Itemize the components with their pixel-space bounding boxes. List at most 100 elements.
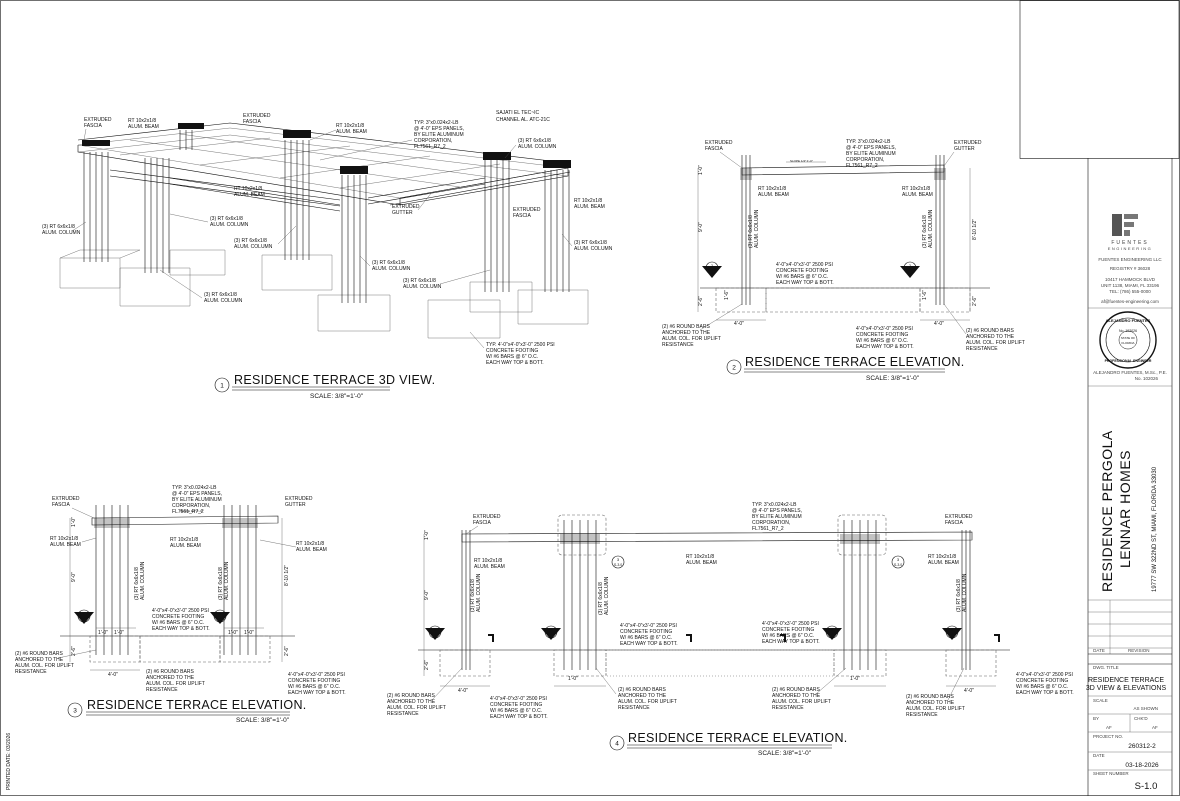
label-views-v1-number: 1 — [220, 383, 224, 390]
margin-note: PRINTED DATE: 03/2026 — [6, 733, 12, 790]
label-views-v4-labels-footing_m1-0: 4'-0"x4'-0"x3'-0" 2500 PSI — [620, 623, 677, 629]
label-views-v4-labels-bars_c1-3: RESISTANCE — [618, 705, 650, 711]
label-views-v2-labels-footing_bot-0: 4'-0"x4'-0"x3'-0" 2500 PSI — [856, 326, 913, 332]
label-views-v3-labels-beam_l-1: ALUM. BEAM — [50, 542, 81, 548]
label-views-v2-labels-col_l-1: ALUM. COLUMN — [754, 209, 760, 248]
label-callouts-sec_sheet: S-2.0 — [708, 268, 716, 272]
label-views-v2-labels-dim_h_l: 9'-0" — [698, 222, 704, 232]
label-views-v2-labels-dim_s_r: 1'-6" — [922, 290, 928, 300]
label-title_block-chkd_label: CHK'D — [1134, 716, 1148, 721]
label-views-v4-labels-beam_r-0: RT 10x2x1/8 — [928, 554, 956, 560]
label-title_block-sheet_no_label: SHEET NUMBER — [1093, 771, 1129, 776]
label-views-v4-labels-footing_r-0: 4'-0"x4'-0"x3'-0" 2500 PSI — [1016, 672, 1073, 678]
label-title_block-seal_text-4: PROFESSIONAL ENGINEER — [1105, 359, 1152, 363]
project-client: LENNAR HOMES — [1117, 450, 1133, 568]
label-views-v2-labels-footing_top-2: W/ #6 BARS @ 6" O.C. — [776, 274, 828, 280]
label-views-v4-labels-bars_c1-2: ALUM. COL. FOR UPLIFT — [618, 699, 677, 705]
label-title_block-by_label: BY — [1093, 716, 1099, 721]
label-views-v2-labels-bars_l-2: ALUM. COL. FOR UPLIFT — [662, 336, 721, 342]
label-views-v3-labels-dim_top: 1'-0" — [71, 517, 77, 527]
label-title_block-date_label: DATE — [1093, 648, 1105, 653]
label-views-v1-labels-footing-0: TYP. 4'-0"x4'-0"x3'-0" 2500 PSI — [486, 342, 555, 348]
label-views-v1-labels-extruded_fascia_r-0: EXTRUDED — [513, 207, 541, 213]
label-views-v3-labels-beam_l-0: RT 10x2x1/8 — [50, 536, 78, 542]
label-views-v2-labels-bars_r-0: (2) #6 ROUND BARS — [966, 328, 1014, 334]
label-callouts-sec_sheet: S-2.0 — [948, 632, 956, 636]
label-views-v2-labels-beam_span: SLOPE 1/4":1'-0" — [180, 509, 203, 513]
label-views-v3-labels-bars_l-0: (2) #6 ROUND BARS — [15, 651, 63, 657]
label-title_block-seal_text-0: ALEJANDRO FUENTES — [1106, 318, 1151, 323]
label-callouts-sec_num: 2 — [434, 628, 436, 632]
view-1-3d-view: EXTRUDED FASCIA RT 10x2x1/8 ALUM. BEAM E… — [42, 110, 613, 400]
label-title_block-engineer-1: No. 102026 — [1135, 376, 1159, 381]
label-views-v3-labels-fascia-0: EXTRUDED — [52, 496, 80, 502]
label-views-v3-labels-dim_w: 4'-0" — [108, 672, 118, 678]
label-views-v3-labels-beam_c-0: RT 10x2x1/8 — [170, 537, 198, 543]
v1-columns — [82, 123, 571, 303]
label-views-v1-labels-rt6_mid_left-0: (3) RT 6x6x1/8 — [210, 216, 243, 222]
label-views-v4-labels-beam_l-1: ALUM. BEAM — [474, 564, 505, 570]
label-views-v3-labels-bars_l-2: ALUM. COL. FOR UPLIFT — [15, 663, 74, 669]
label-views-v3-labels-dim_s2: 1'-0" — [114, 630, 124, 636]
v4-detail-markers: 3 S-3.0 3 S-3.0 — [611, 555, 905, 569]
label-views-v1-labels-footing-1: CONCRETE FOOTING — [486, 348, 538, 354]
label-views-v2-labels-dim_w_l: 4'-0" — [734, 321, 744, 327]
label-views-v3-labels-bars_c-3: RESISTANCE — [146, 687, 178, 693]
label-views-v1-labels-footing-2: W/ #6 BARS @ 6" O.C. — [486, 354, 538, 360]
label-views-v1-labels-extruded_fascia-0: EXTRUDED — [84, 117, 112, 123]
label-title_block-company-1: ENGINEERING — [1108, 246, 1153, 251]
label-views-v4-labels-dim_s: 1'-0" — [568, 676, 578, 682]
label-views-v1-labels-rt6_right-0: (3) RT 6x6x1/8 — [574, 240, 607, 246]
label-views-v2-labels-fascia-0: EXTRUDED — [705, 140, 733, 146]
label-views-v4-labels-fascia_l-1: FASCIA — [473, 520, 491, 526]
label-views-v4-labels-col_r-0: (3) RT 6x6x1/8 — [956, 579, 962, 612]
label-views-v2-labels-beam_l-0: RT 10x2x1/8 — [758, 186, 786, 192]
v2-dimensions — [697, 168, 971, 321]
label-callouts-sec_num: 2 — [951, 628, 953, 632]
label-views-v4-labels-col_c-1: ALUM. COLUMN — [604, 576, 610, 615]
label-views-v2-scale: SCALE: 3/8"=1'-0" — [866, 375, 920, 382]
label-views-v1-labels-rt10_right-1: ALUM. BEAM — [574, 204, 605, 210]
label-views-v4-labels-col_c-0: (3) RT 6x6x1/8 — [598, 582, 604, 615]
label-views-v4-labels-bars_c2-3: RESISTANCE — [772, 705, 804, 711]
label-callouts-sec_num: 2 — [831, 628, 833, 632]
label-views-v4-labels-fascia_r-0: EXTRUDED — [945, 514, 973, 520]
v1-labels: EXTRUDED FASCIA RT 10x2x1/8 ALUM. BEAM E… — [42, 110, 613, 366]
v4-columns — [461, 520, 971, 670]
v2-footing-dashed — [765, 287, 921, 313]
label-views-v4-labels-footing_m2-2: W/ #6 BARS @ 6" O.C. — [762, 633, 814, 639]
label-callouts-sec_sheet: S-2.0 — [216, 616, 224, 620]
label-views-v4-labels-fascia_l-0: EXTRUDED — [473, 514, 501, 520]
v3-labels: EXTRUDED FASCIA TYP. 3"x0.024x2-LB @ 4'-… — [15, 485, 346, 696]
label-views-v4-labels-bars_r-1: ANCHORED TO THE — [906, 700, 955, 706]
label-views-v4-labels-footing_b-3: EACH WAY TOP & BOTT. — [490, 714, 548, 720]
label-views-v4-labels-beam_c-1: ALUM. BEAM — [686, 560, 717, 566]
company-logo-icon — [1112, 214, 1138, 236]
view-4-elevation: 2 S-2.0 2 S-2.0 2 S-2.0 2 S-2.0 3 S-3.0 … — [387, 502, 1074, 757]
label-views-v1-labels-extruded_gutter-0: EXTRUDED — [392, 204, 420, 210]
label-title_block-date_value_label: DATE — [1093, 753, 1105, 758]
label-views-v2-labels-gutter-1: GUTTER — [954, 146, 975, 152]
label-views-v3-labels-typ-4: FL7561_R7_2 — [172, 509, 204, 515]
label-views-v4-labels-footing_r-1: CONCRETE FOOTING — [1016, 678, 1068, 684]
label-views-v1-labels-extruded_fascia2-1: FASCIA — [243, 119, 261, 125]
label-views-v4-labels-typ-1: @ 4'-0" EPS PANELS, — [752, 508, 802, 514]
label-views-v3-labels-bars_c-0: (2) #6 ROUND BARS — [146, 669, 194, 675]
label-callouts-sec_sheet: S-2.0 — [547, 632, 555, 636]
label-callouts-sec_num: 2 — [909, 264, 911, 268]
label-views-v4-number: 4 — [615, 741, 619, 748]
label-views-v1-scale: SCALE: 3/8"=1'-0" — [310, 393, 364, 400]
label-views-v3-labels-footing_r-0: 4'-0"x4'-0"x3'-0" 2500 PSI — [288, 672, 345, 678]
label-views-v3-labels-bars_c-2: ALUM. COL. FOR UPLIFT — [146, 681, 205, 687]
label-views-v4-labels-bars_l-1: ANCHORED TO THE — [387, 699, 436, 705]
v1-title-block: 1 RESIDENCE TERRACE 3D VIEW. SCALE: 3/8"… — [214, 373, 435, 400]
title-block: FUENTES ENGINEERING FUENTES ENGINEERING … — [1086, 214, 1172, 792]
v3-columns — [95, 505, 257, 655]
label-views-v1-labels-rt10_center-0: RT 10x2x1/8 — [234, 186, 262, 192]
label-views-v4-labels-footing_m1-3: EACH WAY TOP & BOTT. — [620, 641, 678, 647]
label-views-v3-labels-typ-2: BY ELITE ALUMINUM — [172, 497, 222, 503]
label-views-v1-labels-extruded_fascia-1: FASCIA — [84, 123, 102, 129]
label-views-v1-labels-rt10_mid-0: RT 10x2x1/8 — [336, 123, 364, 129]
label-views-v3-labels-footing_r-1: CONCRETE FOOTING — [288, 678, 340, 684]
